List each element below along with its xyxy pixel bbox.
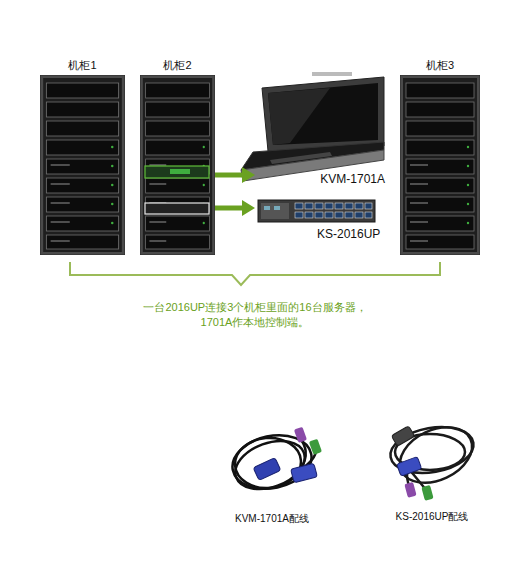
switch-port — [355, 203, 363, 209]
server-rack-drawing — [40, 75, 125, 255]
switch-port — [295, 212, 303, 218]
rack-label: 机柜2 — [140, 58, 215, 73]
device-label: KS-2016UP — [317, 227, 380, 241]
highlighted-console — [145, 166, 209, 178]
flow-arrow — [215, 200, 255, 216]
switch-port — [325, 212, 333, 218]
switch-port — [335, 203, 343, 209]
switch-port — [315, 203, 323, 209]
cable-loop — [233, 435, 303, 491]
kvm-cable-coil — [387, 416, 481, 493]
highlighted-switch — [145, 203, 209, 214]
ps2-plug — [309, 439, 322, 455]
kvm-console-drawing — [241, 72, 384, 181]
arrow-head — [242, 167, 255, 183]
arrow-head — [242, 200, 255, 216]
server-rack: 机柜1 — [40, 75, 125, 255]
vga-cable-connectors — [253, 427, 322, 483]
kvm-switch: KS-2016UP — [255, 199, 377, 224]
switch-port — [325, 203, 333, 209]
console-touchpad — [270, 152, 332, 164]
switch-port — [345, 212, 353, 218]
cable-caption: KS-2016UP配线 — [362, 510, 502, 524]
switch-port — [365, 212, 372, 218]
switch-body — [258, 200, 375, 222]
console-handle — [312, 72, 352, 76]
switch-panel — [261, 203, 289, 219]
switch-port — [264, 206, 270, 210]
server-rack: 机柜2 — [140, 75, 215, 255]
arrow-shaft — [215, 173, 243, 178]
screen-glare — [268, 88, 330, 145]
switch-port — [345, 203, 353, 209]
arrow-shaft — [215, 206, 243, 211]
ps2-plug — [421, 485, 433, 501]
switch-port — [355, 212, 363, 218]
caption-note: 一台2016UP连接3个机柜里面的16台服务器， 1701A作本地控制端。 — [125, 300, 385, 330]
kvm-switch-drawing — [258, 200, 375, 222]
device-label: KVM-1701A — [320, 172, 385, 186]
cable-caption: KVM-1701A配线 — [202, 512, 342, 526]
switch-port — [335, 212, 343, 218]
kvm-console: KVM-1701A — [255, 75, 385, 187]
switch-port — [295, 203, 303, 209]
ps2-plug — [404, 482, 416, 498]
kvm-cable-connectors — [391, 426, 433, 501]
group-bracket — [70, 262, 440, 285]
server-rack: 机柜3 — [400, 75, 480, 255]
console-panel — [170, 169, 190, 174]
vga-connector — [397, 457, 422, 477]
cable-loop — [391, 416, 481, 493]
server-rack-drawing — [400, 75, 480, 255]
vga-connector — [291, 463, 318, 483]
rack-label: 机柜1 — [40, 58, 125, 73]
vga-connector — [253, 458, 281, 481]
flow-arrow — [215, 167, 255, 183]
ps2-plug — [294, 427, 307, 443]
switch-port — [365, 203, 372, 209]
console-screen — [268, 83, 378, 145]
switch-port — [274, 206, 280, 210]
switch-port — [305, 203, 313, 209]
rack-label: 机柜3 — [400, 58, 480, 73]
switch-port — [305, 212, 313, 218]
console-screen-frame — [262, 77, 384, 151]
switch-ports — [295, 203, 372, 218]
server-rack-drawing — [140, 75, 215, 255]
vga-connector — [391, 426, 414, 446]
switch-port — [315, 212, 323, 218]
